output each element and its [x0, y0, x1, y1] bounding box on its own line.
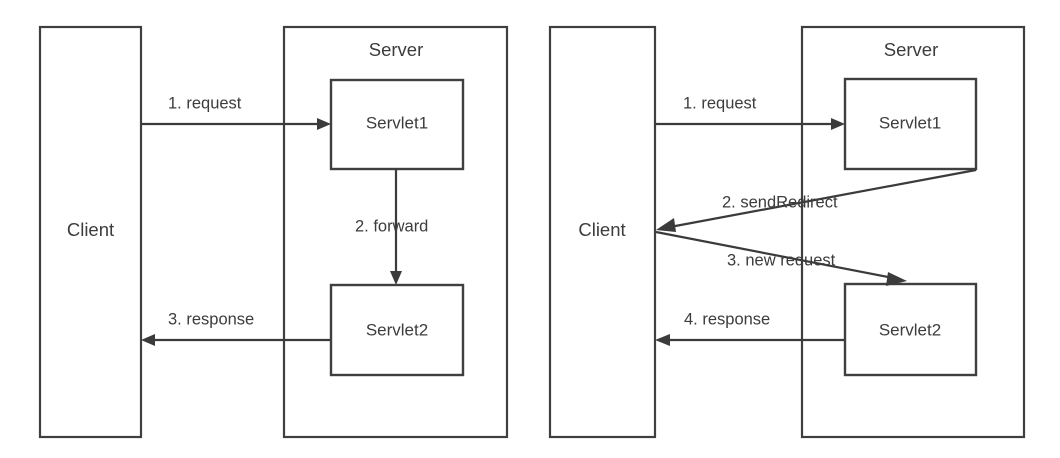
servlet2-label-redirect: Servlet2	[879, 320, 941, 339]
panel-send-redirect: Client Server Servlet1 Servlet2 1. reque…	[548, 25, 1026, 439]
server-label-redirect: Server	[884, 39, 939, 60]
flow-label-request-redirect: 1. request	[683, 94, 757, 112]
client-container-forward[interactable]	[38, 25, 143, 439]
flow-arrow-new-request-redirect	[655, 230, 907, 286]
server-label-forward: Server	[369, 39, 424, 60]
flow-label-request-forward: 1. request	[168, 94, 242, 112]
flow-label-new-request-redirect: 3. new request	[727, 251, 836, 269]
servlet1-label-forward: Servlet1	[366, 113, 428, 132]
flow-label-response-redirect: 4. response	[684, 310, 770, 328]
client-label-forward: Client	[67, 219, 114, 240]
flow-arrow-send-redirect	[656, 168, 977, 232]
flow-label-response-forward: 3. response	[168, 310, 254, 328]
servlet1-label-redirect: Servlet1	[879, 113, 941, 132]
servlet2-box-redirect[interactable]	[843, 282, 978, 377]
flow-arrow-response-forward	[141, 334, 331, 346]
flow-arrow-forward-forward	[390, 169, 402, 285]
flow-arrow-response-redirect	[655, 334, 845, 346]
client-container-redirect[interactable]	[548, 25, 657, 439]
servlet1-box-redirect[interactable]	[843, 77, 978, 171]
flow-label-forward-forward: 2. forward	[355, 217, 428, 235]
panel-forward: Client Server Servlet1 Servlet2 1. reque…	[38, 25, 509, 439]
servlet2-box-forward[interactable]	[329, 283, 465, 377]
servlet2-label-forward: Servlet2	[366, 320, 428, 339]
flow-arrow-request-forward	[141, 118, 331, 130]
flow-label-send-redirect: 2. sendRedirect	[722, 193, 838, 211]
client-label-redirect: Client	[578, 219, 625, 240]
flow-arrow-request-redirect	[655, 118, 845, 130]
